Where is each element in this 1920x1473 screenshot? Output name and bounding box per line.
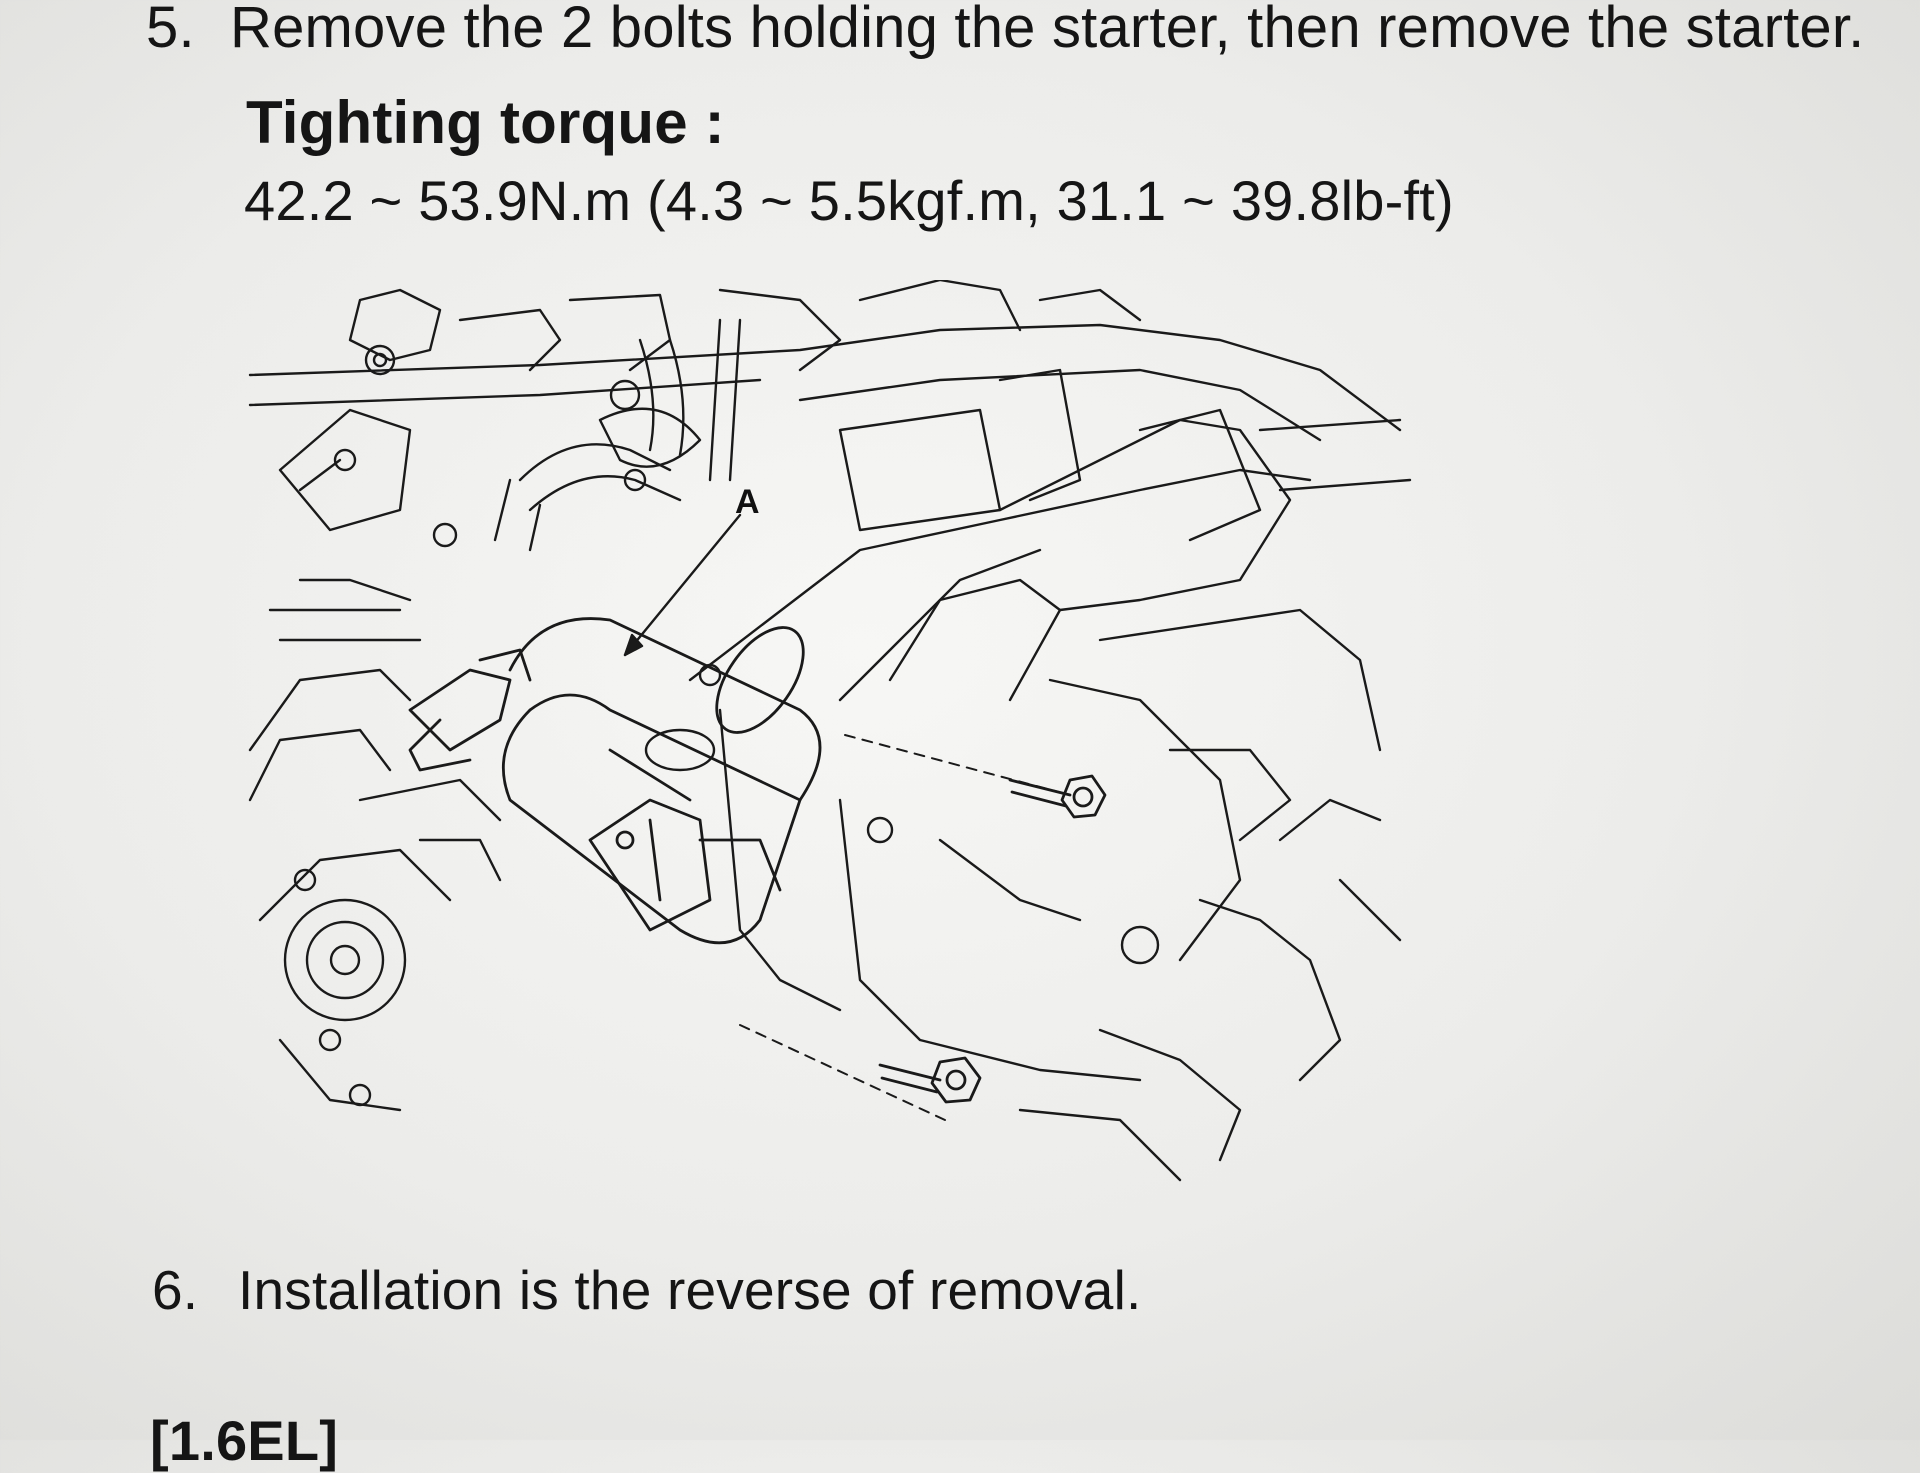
torque-value: 42.2 ~ 53.9N.m (4.3 ~ 5.5kgf.m, 31.1 ~ 3… [244,169,1454,232]
step-number: 6. [152,1259,199,1321]
transmission-housing [644,418,1402,1182]
crank-pulley [248,578,502,1112]
torque-label: Tighting torque : [246,89,725,156]
callout-label-a: A [735,483,760,521]
engine-block [248,280,1412,542]
bolt-guide-lines [739,734,1071,1121]
starter-removal-diagram: A [248,280,1412,1182]
next-section-heading: [1.6EL] [150,1409,339,1472]
callout-arrow [623,513,742,657]
starter-motor [408,617,822,945]
step-5: 5. Remove the 2 bolts holding the starter… [146,0,1864,61]
step-text: Installation is the reverse of removal. [238,1259,1142,1321]
starter-bolt-upper [1008,774,1107,819]
step-6: 6. Installation is the reverse of removal… [152,1258,1141,1322]
engine-bolts [293,448,894,1107]
coolant-hose [493,338,685,552]
step-number: 5. [146,0,195,60]
starter-bolt-lower [878,1056,982,1104]
step-text: Remove the 2 bolts holding the starter, … [230,0,1865,60]
